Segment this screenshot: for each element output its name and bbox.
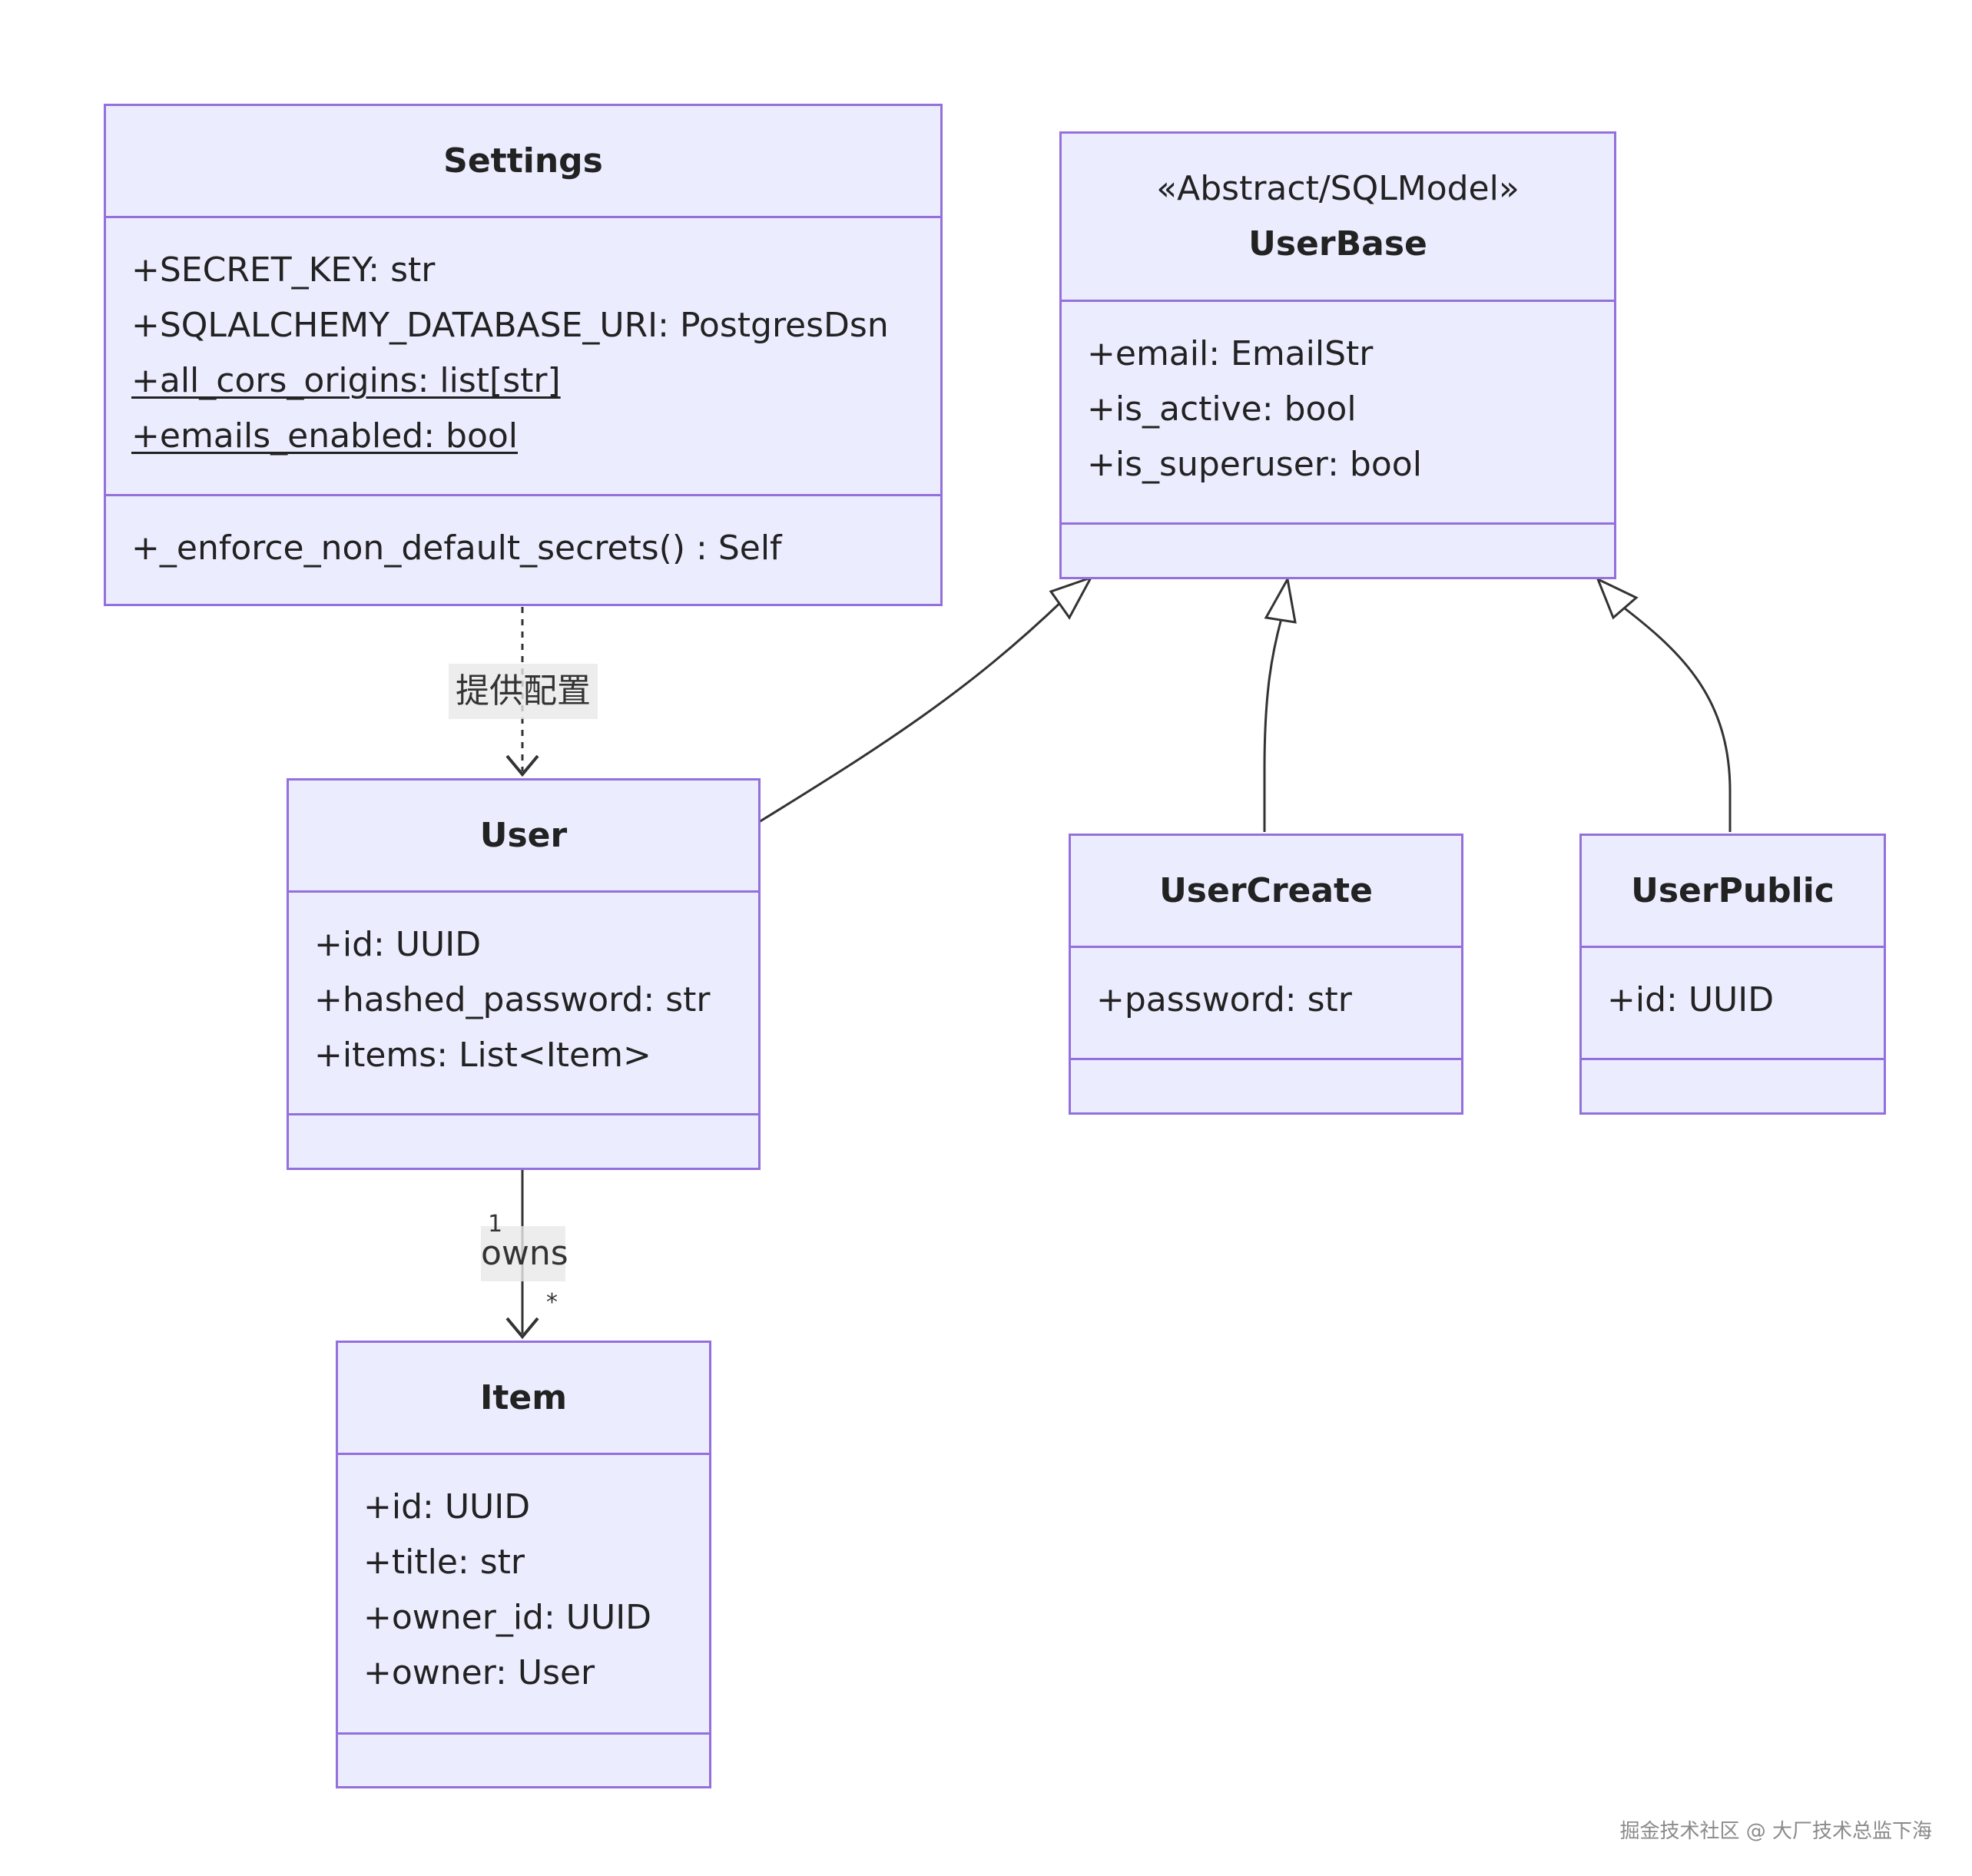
attribute: +id: UUID [363, 1487, 531, 1526]
class-userbase: «Abstract/SQLModel» UserBase +email: Ema… [1059, 131, 1616, 579]
attribute-list: +id: UUID +title: str +owner_id: UUID +o… [338, 1455, 709, 1735]
attribute: +owner_id: UUID [363, 1598, 652, 1637]
source-multiplicity: 1 [488, 1211, 503, 1238]
attribute: +id: UUID [314, 925, 482, 964]
method-list [1071, 1060, 1461, 1085]
target-multiplicity: * [546, 1289, 558, 1316]
static-attribute: +all_cors_origins: list[str] [131, 361, 561, 400]
class-item: Item +id: UUID +title: str +owner_id: UU… [336, 1341, 711, 1788]
attribute: +is_active: bool [1087, 389, 1357, 429]
inheritance-edge-user-userbase [758, 598, 1066, 824]
class-userpublic: UserPublic +id: UUID [1579, 834, 1886, 1115]
class-settings: Settings +SECRET_KEY: str +SQLALCHEMY_DA… [104, 104, 943, 606]
attribute-list: +email: EmailStr +is_active: bool +is_su… [1062, 302, 1614, 525]
dependency-arrowhead [505, 754, 539, 777]
attribute: +is_superuser: bool [1087, 445, 1422, 484]
method: +_enforce_non_default_secrets() : Self [131, 529, 782, 568]
attribute: +title: str [363, 1543, 525, 1582]
method-list [1582, 1060, 1884, 1085]
class-name: UserPublic [1631, 870, 1834, 910]
method-list [1062, 525, 1614, 549]
attribute: +items: List<Item> [314, 1036, 651, 1075]
inheritance-edge-usercreate-userbase [1263, 618, 1283, 832]
class-name: Item [479, 1377, 568, 1417]
association-label: owns [481, 1226, 568, 1281]
attribute-list: +password: str [1071, 948, 1461, 1060]
inheritance-triangle-userpublic [1596, 576, 1639, 620]
attribute: +SECRET_KEY: str [131, 250, 436, 290]
method-list [338, 1735, 709, 1759]
class-header: User [289, 781, 758, 893]
class-name: User [479, 815, 568, 855]
class-usercreate: UserCreate +password: str [1069, 834, 1463, 1115]
inheritance-edge-userpublic-userbase [1624, 607, 1732, 832]
attribute: +password: str [1096, 980, 1352, 1019]
class-header: Item [338, 1343, 709, 1455]
class-user: User +id: UUID +hashed_password: str +it… [287, 778, 761, 1170]
attribute: +email: EmailStr [1087, 334, 1374, 373]
class-stereotype: «Abstract/SQLModel» [1156, 169, 1520, 208]
class-name: UserCreate [1159, 870, 1373, 910]
attribute: +hashed_password: str [314, 980, 711, 1019]
static-attribute: +emails_enabled: bool [131, 416, 519, 456]
inheritance-triangle-usercreate [1264, 575, 1297, 624]
class-header: «Abstract/SQLModel» UserBase [1062, 134, 1614, 302]
dependency-label: 提供配置 [449, 664, 598, 719]
inheritance-triangle-user [1049, 575, 1094, 620]
method-list: +_enforce_non_default_secrets() : Self [106, 496, 940, 576]
watermark: 掘金技术社区 @ 大厂技术总监下海 [1619, 1820, 1932, 1843]
attribute: +id: UUID [1607, 980, 1775, 1019]
association-arrowhead [505, 1317, 539, 1340]
class-name: UserBase [1248, 224, 1427, 264]
class-header: UserCreate [1071, 836, 1461, 948]
attribute: +owner: User [363, 1653, 595, 1692]
method-list [289, 1115, 758, 1140]
class-name: Settings [443, 141, 603, 181]
class-header: Settings [106, 106, 940, 218]
attribute-list: +SECRET_KEY: str +SQLALCHEMY_DATABASE_UR… [106, 218, 940, 496]
attribute-list: +id: UUID +hashed_password: str +items: … [289, 893, 758, 1115]
class-header: UserPublic [1582, 836, 1884, 948]
attribute-list: +id: UUID [1582, 948, 1884, 1060]
attribute: +SQLALCHEMY_DATABASE_URI: PostgresDsn [131, 306, 889, 345]
